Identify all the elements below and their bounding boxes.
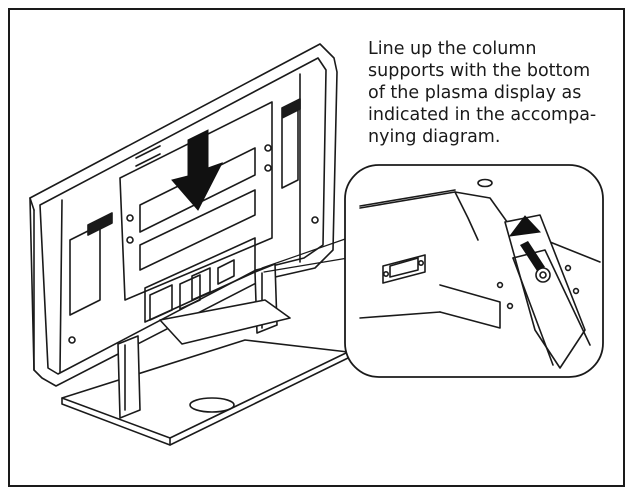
instruction-line: nying diagram. — [368, 127, 501, 147]
instruction-text: Line up the column supports with the bot… — [368, 38, 608, 148]
plasma-display — [29, 43, 338, 387]
column-supports — [117, 263, 291, 419]
down-arrow-icon — [171, 129, 224, 211]
instruction-line: of the plasma display as — [368, 83, 582, 103]
instruction-line: indicated in the accompa- — [368, 105, 597, 125]
insert-arrow-icon — [508, 215, 545, 271]
instruction-line: supports with the bottom — [368, 61, 591, 81]
instruction-line: Line up the column — [368, 39, 537, 59]
detail-leader-lines — [261, 237, 349, 273]
detail-view — [344, 164, 604, 378]
